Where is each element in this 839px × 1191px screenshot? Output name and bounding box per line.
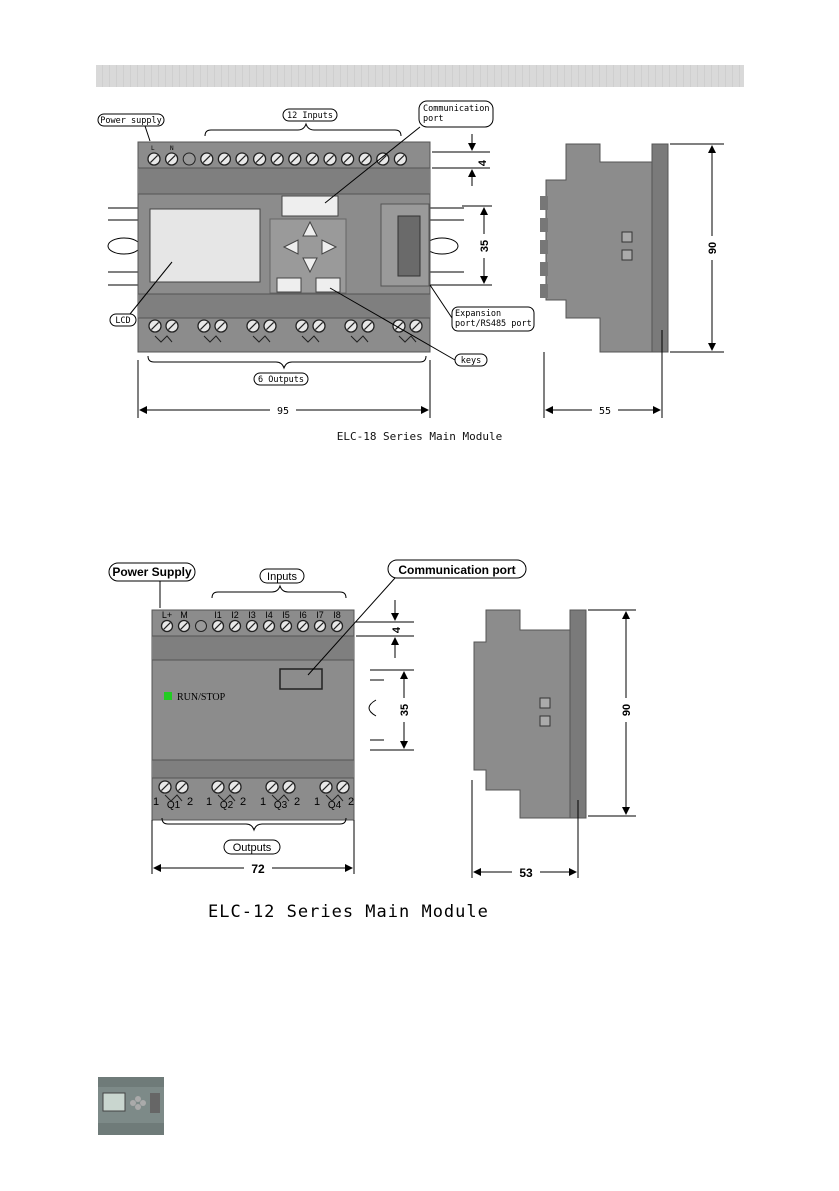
label-run-stop: RUN/STOP [177, 692, 226, 703]
dim-gap-4: 4 [477, 159, 489, 166]
terminal-label-i5: I5 [282, 610, 290, 620]
terminal-label-i7: I7 [316, 610, 324, 620]
elc12-side-view [474, 610, 570, 818]
elc18-side-view [546, 144, 652, 352]
terminal-label-i2: I2 [231, 610, 239, 620]
elc18-lcd [150, 209, 260, 282]
caption-elc18: ELC-18 Series Main Module [0, 430, 839, 443]
label-comm-port-12: Communication port [398, 563, 515, 577]
input-screw-terminal [315, 621, 326, 632]
elc18-input-terminals [148, 153, 406, 165]
terminal-label-i1: I1 [214, 610, 222, 620]
terminal-l: L [151, 145, 155, 152]
terminal-label-m: M [180, 610, 188, 620]
output-label-q3: Q3 [274, 800, 288, 811]
output-label-q4: Q4 [328, 800, 342, 811]
plc-thumbnail-image [98, 1077, 164, 1135]
relay-contact-symbol [218, 795, 235, 801]
label-inputs-12: Inputs [267, 571, 297, 583]
relay-contact-symbol [272, 795, 289, 801]
elc12-output-terminals: 1 2 Q1 1 2 Q2 1 2 Q3 1 2 Q4 [153, 781, 354, 811]
dim-window-35-12: 35 [399, 704, 411, 716]
input-screw-terminal [332, 621, 343, 632]
terminal-label-i8: I8 [333, 610, 341, 620]
dim-depth-53: 53 [519, 866, 533, 880]
terminal-label-i3: I3 [248, 610, 256, 620]
label-power-supply-12: Power Supply [112, 565, 192, 579]
elc12-housing [152, 610, 354, 820]
dim-height-90-12: 90 [621, 704, 633, 716]
label-expansion-line2: port/RS485 port [455, 319, 532, 329]
relay-contact-symbol [326, 795, 343, 801]
output-pin-1: 1 [314, 796, 320, 808]
label-6-outputs: 6 Outputs [258, 375, 304, 385]
output-pin-1: 1 [153, 796, 159, 808]
caption-elc12: ELC-12 Series Main Module [208, 902, 489, 922]
input-screw-terminal [213, 621, 224, 632]
dim-width-95: 95 [277, 406, 289, 417]
input-screw-terminal [281, 621, 292, 632]
unused-terminal [196, 621, 207, 632]
output-screw-terminal [266, 781, 278, 793]
output-label-q2: Q2 [220, 800, 234, 811]
label-12-inputs: 12 Inputs [287, 111, 333, 121]
output-pin-2: 2 [187, 796, 193, 808]
output-screw-terminal [212, 781, 224, 793]
terminal-label-i6: I6 [299, 610, 307, 620]
label-keys: keys [461, 356, 481, 366]
key-esc [277, 278, 301, 292]
output-label-q1: Q1 [167, 800, 181, 811]
label-power-supply: Power supply [100, 116, 161, 126]
label-lcd: LCD [115, 316, 130, 326]
dim-depth-55: 55 [599, 406, 611, 417]
input-screw-terminal [247, 621, 258, 632]
output-pin-2: 2 [294, 796, 300, 808]
label-outputs-12: Outputs [233, 842, 272, 854]
label-comm-line1: Communication [423, 104, 490, 114]
dim-width-72: 72 [251, 862, 265, 876]
output-pin-1: 1 [206, 796, 212, 808]
output-screw-terminal [320, 781, 332, 793]
dim-window-35: 35 [479, 240, 491, 252]
input-screw-terminal [264, 621, 275, 632]
key-ok [316, 278, 340, 292]
output-pin-1: 1 [260, 796, 266, 808]
output-screw-terminal [159, 781, 171, 793]
dim-gap-4-12: 4 [391, 626, 403, 633]
terminal-label-lplus: L+ [162, 610, 172, 620]
dim-height-90: 90 [707, 242, 719, 254]
relay-contact-symbol [165, 795, 182, 801]
label-expansion-line1: Expansion [455, 309, 501, 319]
terminal-n: N [170, 145, 174, 152]
elc12-input-terminals: L+ M I1 I2 I3 I4 I5 I6 I7 I8 [162, 610, 343, 632]
output-screw-terminal [337, 781, 349, 793]
output-screw-terminal [229, 781, 241, 793]
unused-terminal [183, 153, 195, 165]
output-screw-terminal [283, 781, 295, 793]
terminal-label-i4: I4 [265, 610, 273, 620]
input-screw-terminal [179, 621, 190, 632]
input-screw-terminal [298, 621, 309, 632]
output-screw-terminal [176, 781, 188, 793]
run-stop-led [164, 692, 172, 700]
input-screw-terminal [162, 621, 173, 632]
input-screw-terminal [230, 621, 241, 632]
elc18-diagram: Power supply L N 12 Inputs Communication… [0, 0, 839, 470]
output-pin-2: 2 [348, 796, 354, 808]
label-comm-line2: port [423, 114, 443, 124]
elc12-comm-port [280, 669, 322, 689]
output-pin-2: 2 [240, 796, 246, 808]
